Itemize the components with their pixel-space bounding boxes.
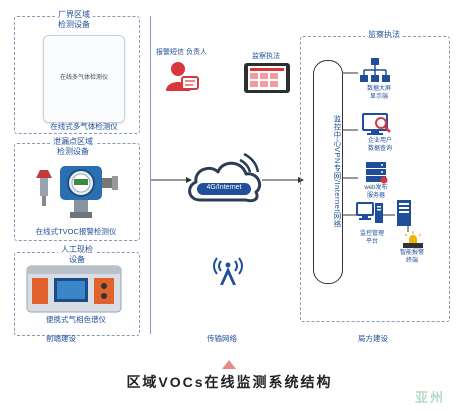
pointer-up-icon [222,360,236,369]
tablet-icon [244,63,290,93]
vpn-network-pipe [313,60,343,284]
device-label: 在线多气体检测仪 [59,75,108,81]
item-web-server-caption: web发布 服务器 [364,185,388,199]
tvoc-detector-illustration [36,166,118,218]
transmission-section-label: 传输网络 [207,334,237,343]
leak-caption: 在线式TVOC报警检测仪 [35,227,117,236]
network-topology-icon [360,58,390,82]
manual-caption: 便携式气相色谱仪 [46,315,106,324]
factory-region-title: 厂界区域 检测设备 [55,10,93,30]
vpn-network-label: 监控中心VPN专网/Internet网络 [333,114,342,228]
workstation-icon [356,202,383,223]
web-server-icon [366,162,388,184]
alarm-sms-label: 报警短信 负责人 [156,49,207,56]
monitor-enforcement-label: 监察执法 [252,53,280,60]
item-alarm-terminal-caption: 智能报警 终端 [399,250,424,264]
antenna-icon [213,257,243,285]
item-data-screen-caption: 数据大屏 显示端 [366,86,391,100]
enforcement-title: 监察执法 [365,30,403,40]
multi-gas-detector-device: 在线多气体检测仪 [43,35,125,123]
alarm-terminal-icon [403,231,423,248]
leak-region-title: 泄漏点区域 检测设备 [50,137,96,157]
item-enterprise-caption: 企业用户 数据查询 [367,138,392,152]
diagram-title: 区域VOCs在线监测系统结构 [126,374,333,390]
person-icon [166,62,199,91]
monitor-search-icon [362,113,391,135]
authority-section-label: 局方建设 [358,334,388,343]
cloud-label: 4G/Internet [206,184,242,191]
cloud-label-pill [197,183,251,195]
server-rack-icon [397,200,411,226]
factory-caption: 在线式多气体检测仪 [50,122,118,131]
manual-inspection-title: 人工现检 设备 [58,245,96,265]
front-end-divider [150,16,151,334]
watermark-logo: 亚州 [414,390,445,405]
portable-chromatograph-illustration [26,265,122,313]
item-platform-caption: 监控管理 平台 [359,231,384,245]
front-end-section-label: 前端建设 [46,334,76,343]
